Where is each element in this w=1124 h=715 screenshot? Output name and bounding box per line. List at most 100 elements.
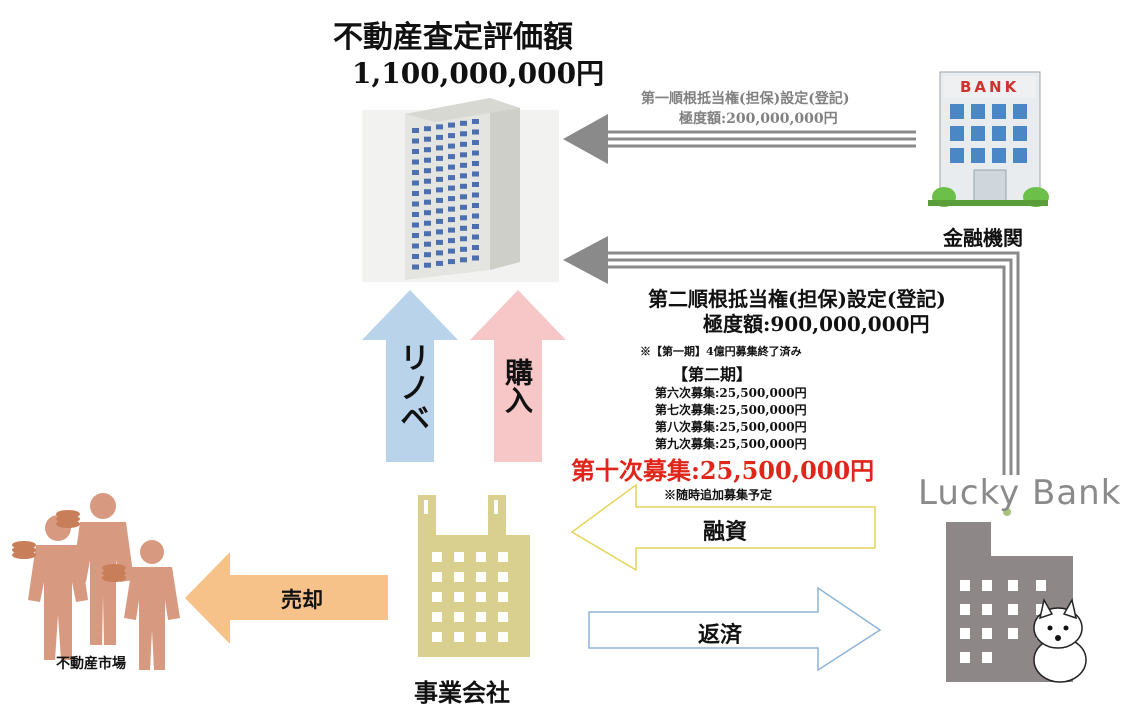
window (412, 138, 419, 144)
window (412, 128, 419, 133)
window (960, 628, 970, 639)
repayment-label: 返済 (698, 622, 743, 648)
lucky-bank-logo: Lucky Bank (918, 473, 1122, 513)
window (436, 124, 443, 130)
window (460, 194, 467, 200)
second-lien-arrow (563, 236, 1020, 475)
valuation-amount: 1,100,000,000円 (352, 57, 605, 90)
window (432, 632, 442, 642)
window (436, 134, 443, 140)
window (971, 148, 985, 163)
window (498, 632, 508, 642)
window (1008, 604, 1018, 615)
window (460, 173, 467, 179)
window (448, 154, 455, 160)
window (448, 196, 455, 202)
window (1008, 580, 1018, 591)
funding-round: 第八次募集:25,500,000円 (655, 420, 807, 434)
window (424, 147, 431, 153)
window (448, 217, 455, 223)
window (472, 140, 479, 145)
window (412, 222, 419, 228)
window (476, 572, 486, 582)
window (476, 612, 486, 622)
window (424, 189, 431, 195)
window (472, 245, 479, 250)
window (498, 612, 508, 622)
window (424, 168, 431, 174)
first-period-note: ※【第一期】4億円募集終了済み (640, 345, 802, 358)
window (472, 213, 479, 219)
window (1036, 604, 1046, 615)
window (472, 234, 479, 240)
window (460, 152, 467, 158)
window (1036, 580, 1046, 591)
valuation-title: 不動産査定評価額 (333, 20, 573, 55)
purchase-arrow (470, 290, 566, 462)
first-lien-label: 第一順根抵当権(担保)設定(登記) (641, 91, 850, 107)
window (950, 126, 964, 141)
window (436, 166, 443, 172)
window (476, 592, 486, 602)
window (412, 170, 419, 175)
window (448, 238, 455, 244)
window (950, 104, 964, 119)
window (1013, 148, 1027, 163)
window (498, 552, 508, 562)
financing-arrow (570, 483, 876, 572)
window (412, 254, 419, 259)
window (424, 199, 431, 205)
second-period-heading: 【第二期】 (672, 365, 753, 384)
window (424, 210, 431, 216)
window (460, 225, 467, 231)
purchase-label: 購入 (501, 358, 534, 414)
window (448, 185, 455, 191)
window (436, 208, 443, 214)
window (436, 260, 443, 266)
window (971, 126, 985, 141)
funding-round: 第七次募集:25,500,000円 (655, 403, 807, 417)
window (424, 136, 431, 142)
company-label: 事業会社 (414, 678, 510, 707)
window (424, 157, 431, 163)
window (1013, 126, 1027, 141)
window (476, 632, 486, 642)
first-lien-limit: 極度額:200,000,000円 (679, 111, 838, 127)
window (432, 572, 442, 582)
window (424, 231, 431, 237)
bank-sign: BANK (960, 78, 1020, 96)
window (982, 604, 992, 615)
window (460, 236, 467, 242)
window (472, 182, 479, 187)
window (472, 203, 479, 208)
investors-people-icon (12, 493, 180, 670)
window (448, 122, 455, 128)
window (436, 145, 443, 151)
market-label: 不動産市場 (56, 656, 126, 672)
bank-caption: 金融機関 (943, 226, 1023, 250)
window (460, 131, 467, 137)
window (1008, 628, 1018, 639)
window (412, 233, 419, 238)
window (460, 246, 467, 252)
funding-round: 第六次募集:25,500,000円 (655, 386, 807, 400)
window (436, 176, 443, 182)
window (472, 119, 479, 124)
company-building-icon (418, 495, 530, 657)
window (432, 552, 442, 562)
window (448, 143, 455, 149)
apartment-building-icon (362, 98, 559, 282)
window (436, 229, 443, 235)
window (982, 652, 992, 663)
window (436, 155, 443, 161)
window (448, 175, 455, 181)
bank-building-icon (928, 71, 1049, 207)
window (412, 191, 419, 196)
repayment-arrow (588, 586, 882, 672)
window (1013, 104, 1027, 119)
window (454, 612, 464, 622)
window (476, 552, 486, 562)
window (454, 632, 464, 642)
window (412, 180, 419, 186)
